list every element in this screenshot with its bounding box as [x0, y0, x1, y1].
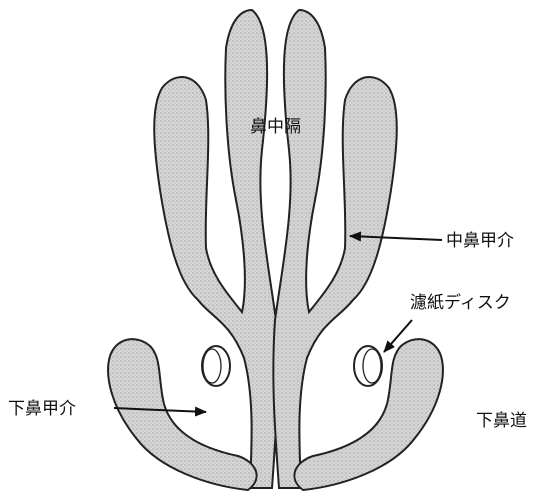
inferior-meatus-label: 下鼻道: [476, 411, 527, 431]
inferior-turbinate-label: 下鼻甲介: [8, 399, 76, 419]
left-septum-and-middle-turbinate: [154, 10, 277, 488]
middle-turbinate-label: 中鼻甲介: [446, 231, 514, 251]
right-filter-disc: [354, 346, 382, 386]
left-inferior-turbinate: [108, 339, 257, 490]
left-filter-disc: [202, 346, 230, 386]
septum-label: 鼻中隔: [250, 117, 301, 137]
right-septum-and-middle-turbinate: [273, 10, 396, 488]
filter-disc-label: 濾紙ディスク: [410, 292, 511, 313]
